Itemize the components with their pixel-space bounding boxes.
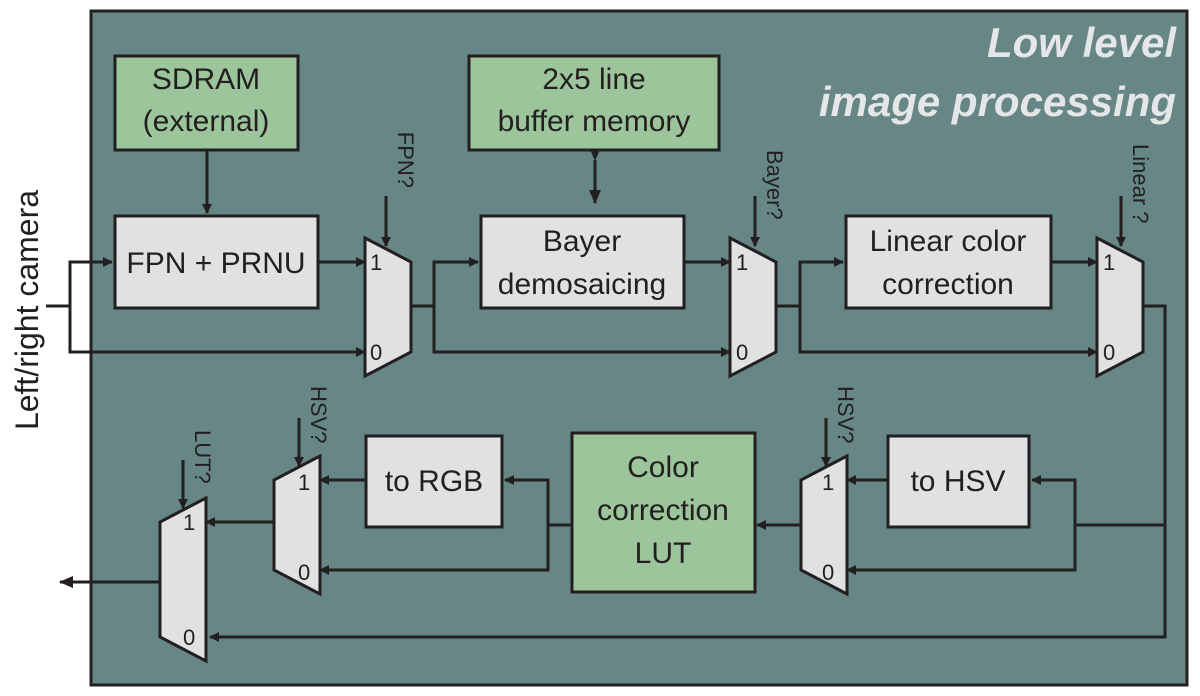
mux-hsv-left-select-label: HSV? — [306, 386, 331, 443]
bayer-label-line2: demosaicing — [498, 268, 666, 301]
block-to-rgb: to RGB — [364, 434, 504, 529]
line-buffer-label-line2: buffer memory — [498, 105, 691, 138]
input-to-fpn-wire — [68, 257, 113, 306]
mux-hsv-right-select-label: HSV? — [833, 386, 858, 443]
mux-bayer-select-label: Bayer? — [762, 150, 787, 220]
mux-hsv-left-in0: 0 — [298, 560, 310, 585]
linear-bypass-wire — [798, 306, 1098, 357]
lut-block-label-line2: correction — [597, 494, 729, 527]
mux-hsv-left: 1 0 HSV? — [272, 386, 331, 597]
mux-linear-select-label: Linear ? — [1128, 144, 1153, 224]
mux-hsv-left-in1: 1 — [298, 470, 310, 495]
linear-label-line1: Linear color — [870, 225, 1027, 258]
mux-hsv-right-in0: 0 — [822, 560, 834, 585]
input-bypass-wire — [68, 306, 366, 357]
wires — [46, 147, 1167, 642]
to-rgb-wire — [504, 475, 550, 525]
to-rgb-label: to RGB — [385, 465, 483, 498]
mux-linear-in1: 1 — [1103, 250, 1115, 275]
mux-lut-in0: 0 — [183, 625, 195, 650]
mux-fpn-in1: 1 — [370, 250, 382, 275]
sdram-label-line1: SDRAM — [152, 63, 260, 96]
lut-block-label-line3: LUT — [635, 537, 692, 570]
bayer-bypass-wire — [432, 306, 731, 357]
mux-hsv-right: 1 0 HSV? — [799, 386, 858, 597]
block-to-hsv: to HSV — [886, 434, 1031, 529]
mux-fpn-in0: 0 — [370, 340, 382, 365]
line-buffer-label-line1: 2x5 line — [542, 63, 645, 96]
rgb-bypass-wire — [319, 525, 550, 575]
block-line-buffer: 2x5 line buffer memory — [467, 54, 721, 152]
to-hsv-label: to HSV — [910, 465, 1005, 498]
block-color-correction-lut: Color correction LUT — [570, 431, 757, 594]
mux-lut: 1 0 LUT? — [158, 430, 215, 664]
mux-lut-select-label: LUT? — [190, 430, 215, 484]
to-bayer-wire — [432, 257, 479, 306]
mux-fpn: 1 0 FPN? — [363, 132, 418, 379]
lut-block-label-line1: Color — [627, 451, 699, 484]
block-sdram: SDRAM (external) — [113, 54, 300, 152]
hsv-bypass-wire — [846, 525, 1077, 575]
sdram-label-line2: (external) — [143, 105, 270, 138]
mux-fpn-select-label: FPN? — [393, 132, 418, 188]
block-bayer-demosaicing: Bayer demosaicing — [479, 214, 686, 310]
linear-mux-out-wire — [209, 304, 1167, 642]
fpn-label: FPN + PRNU — [126, 247, 305, 280]
mux-bayer: 1 0 Bayer? — [728, 150, 787, 379]
bayer-label-line1: Bayer — [543, 225, 621, 258]
linear-label-line2: correction — [882, 268, 1014, 301]
input-label: Left/right camera — [9, 190, 45, 430]
mux-linear: 1 0 Linear ? — [1095, 144, 1153, 379]
mux-bayer-in0: 0 — [736, 340, 748, 365]
to-linear-wire — [798, 257, 844, 306]
to-hsv-wire — [1031, 475, 1077, 525]
mux-lut-in1: 1 — [183, 510, 195, 535]
mux-hsv-right-in1: 1 — [822, 470, 834, 495]
mux-bayer-in1: 1 — [736, 250, 748, 275]
panel-title-line2: image processing — [819, 78, 1176, 125]
block-fpn-prnu: FPN + PRNU — [113, 214, 320, 310]
mux-linear-in0: 0 — [1103, 340, 1115, 365]
block-linear-color-correction: Linear color correction — [844, 214, 1053, 310]
panel-title-line1: Low level — [987, 19, 1177, 66]
